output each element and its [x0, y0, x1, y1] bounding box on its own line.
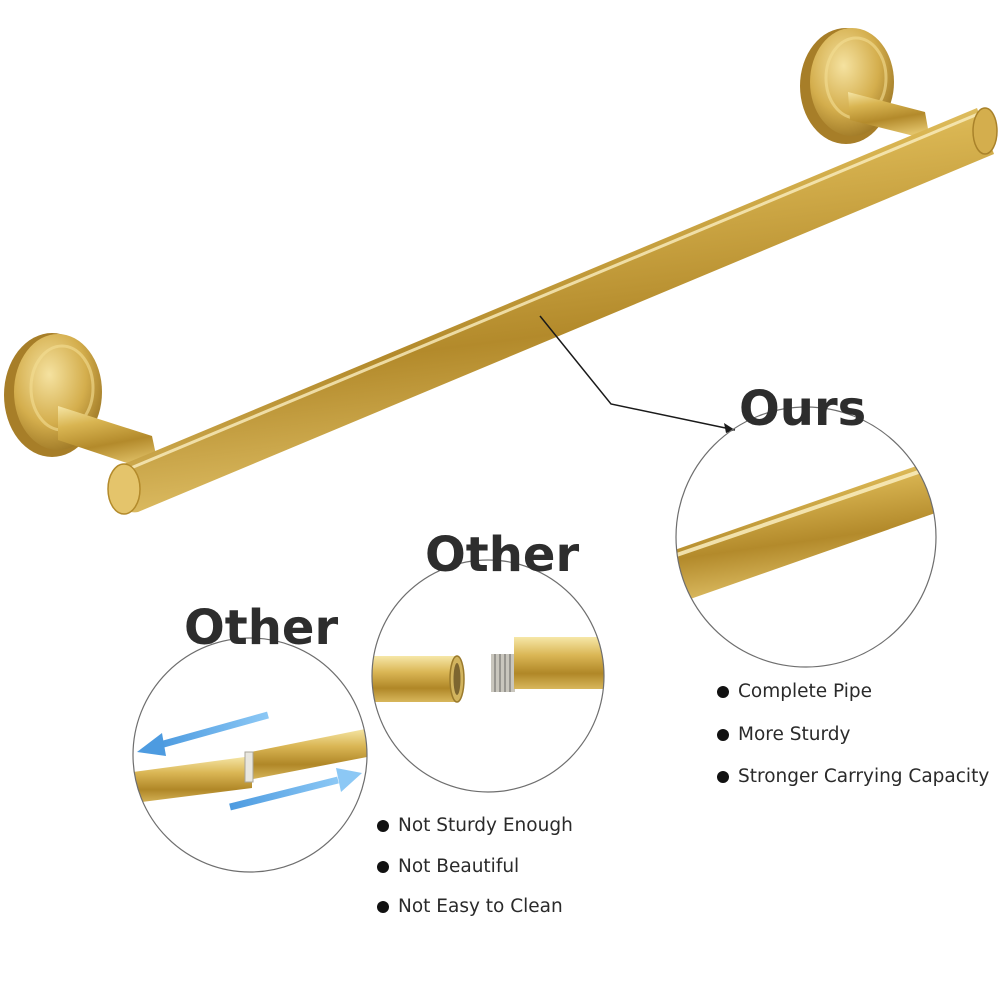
- other-left-heading: Other: [184, 600, 339, 656]
- bullet-dot-icon: [377, 860, 389, 873]
- ours-zoom-circle: [675, 406, 937, 668]
- ours-feature-list: Complete Pipe More Sturdy Stronger Carry…: [717, 681, 990, 811]
- pointer-line: [539, 315, 736, 433]
- bullet-dot-icon: [717, 771, 729, 783]
- list-item: Not Easy to Clean: [377, 896, 573, 917]
- bullet-dot-icon: [717, 686, 729, 698]
- list-item-label: Not Sturdy Enough: [398, 815, 573, 836]
- bullet-dot-icon: [717, 728, 729, 741]
- left-wall-mount: [4, 333, 160, 474]
- list-item: Stronger Carrying Capacity: [717, 766, 990, 787]
- towel-bar-main: [4, 28, 998, 515]
- list-item: Not Beautiful: [377, 855, 573, 877]
- arrow-left-icon: [137, 711, 269, 756]
- list-item-label: Not Beautiful: [398, 855, 520, 877]
- list-item-label: More Sturdy: [738, 723, 851, 745]
- other-center-heading: Other: [425, 527, 580, 583]
- list-item: Complete Pipe: [717, 681, 989, 702]
- arrow-right-icon: [229, 768, 362, 811]
- list-item-label: Not Easy to Clean: [398, 896, 563, 917]
- bullet-dot-icon: [377, 901, 389, 913]
- list-item: More Sturdy: [717, 723, 989, 745]
- ours-heading: Ours: [739, 381, 867, 437]
- list-item-label: Stronger Carrying Capacity: [738, 766, 990, 787]
- other-center-zoom-circle: [371, 559, 605, 793]
- other-left-zoom-circle: [132, 637, 368, 873]
- right-wall-mount: [800, 28, 930, 144]
- list-item-label: Complete Pipe: [738, 681, 873, 702]
- list-item: Not Sturdy Enough: [377, 815, 573, 836]
- other-drawback-list: Not Sturdy Enough Not Beautiful Not Easy…: [377, 815, 573, 939]
- bullet-dot-icon: [377, 820, 389, 832]
